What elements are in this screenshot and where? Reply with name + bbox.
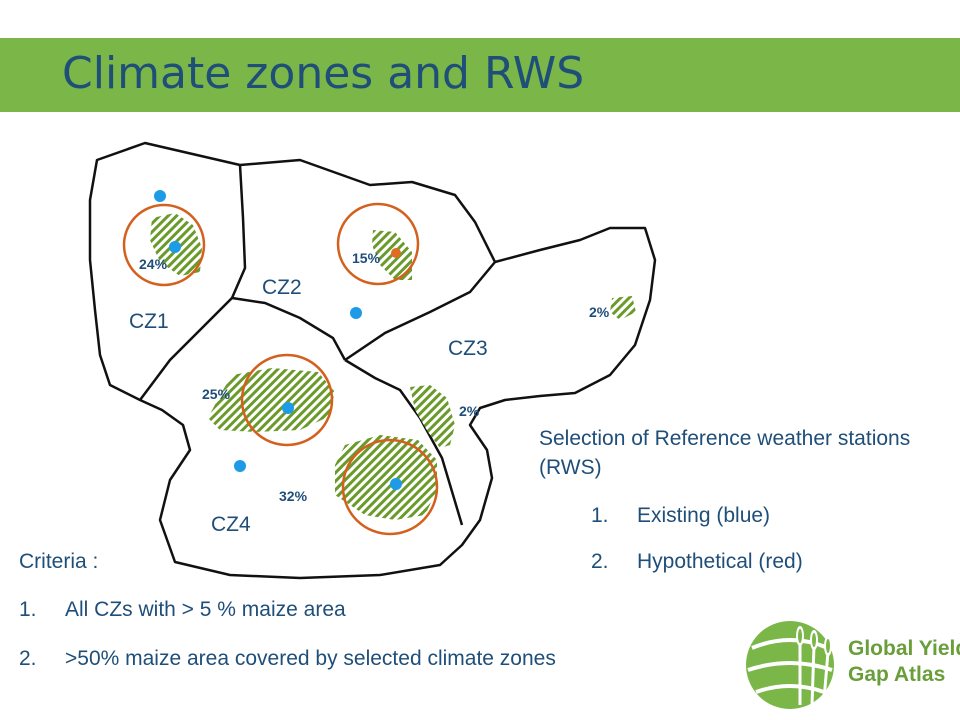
border-cz1-cz2: [230, 164, 247, 299]
maize-area-cz4-east: [335, 435, 437, 520]
maize-share-label: 2%: [459, 403, 480, 419]
maize-share-label: 15%: [352, 250, 381, 266]
existing-station-dot: [282, 402, 294, 414]
rws-coverage-circle: [240, 353, 334, 447]
logo-line-2: Gap Atlas: [848, 663, 946, 686]
logo: Global Yield Gap Atlas: [848, 636, 960, 688]
page-title: Climate zones and RWS: [62, 48, 585, 99]
maize-share-label: 24%: [139, 256, 168, 272]
legend-item-hypothetical: 2. Hypothetical (red): [591, 550, 803, 574]
logo-line-1: Global Yield: [848, 637, 960, 660]
maize-area-cz3-east: [610, 296, 636, 320]
legend-heading-text: Selection of Reference weather stations …: [539, 427, 911, 479]
zone-label-cz2: CZ2: [262, 276, 302, 299]
maize-share-label: 2%: [589, 304, 610, 320]
legend-item-existing: 1. Existing (blue): [591, 504, 770, 528]
maize-share-label: 32%: [279, 488, 308, 504]
existing-station-dot: [350, 307, 362, 319]
criteria-item-2: 2. >50% maize area covered by selected cl…: [19, 647, 556, 671]
criteria-heading: Criteria :: [19, 550, 99, 573]
globe-wheat-icon: [746, 621, 834, 709]
criteria-item-text: >50% maize area covered by selected clim…: [65, 647, 556, 670]
criteria-item-number: 1.: [19, 598, 37, 621]
hypothetical-station-dot: [391, 248, 401, 258]
legend-item-text: Existing (blue): [637, 504, 771, 527]
region-outline: [88, 141, 657, 580]
maize-area-cz4-west: [208, 368, 335, 432]
criteria-item-number: 2.: [19, 647, 37, 670]
maize-area-cz3-central: [410, 385, 455, 448]
rws-coverage-circle: [341, 438, 439, 536]
maize-share-label: 25%: [202, 386, 231, 402]
legend-item-number: 1.: [591, 504, 609, 527]
legend-heading: Selection of Reference weather stations …: [539, 424, 939, 482]
existing-station-dot: [154, 190, 166, 202]
border-cz1-cz4: [139, 296, 347, 401]
zone-label-cz1: CZ1: [129, 310, 169, 333]
rws-coverage-circle: [336, 202, 420, 286]
criteria-item-1: 1. All CZs with > 5 % maize area: [19, 598, 346, 622]
existing-station-dot: [169, 241, 181, 253]
zone-label-cz4: CZ4: [211, 513, 251, 536]
legend-item-number: 2.: [591, 550, 609, 573]
existing-station-dot: [390, 478, 402, 490]
title-bar: [0, 38, 960, 112]
border-cz2-cz3: [344, 261, 496, 362]
legend-item-text: Hypothetical (red): [637, 550, 803, 573]
zone-label-cz3: CZ3: [448, 337, 488, 360]
rws-coverage-circle: [122, 203, 206, 287]
existing-station-dot: [234, 460, 246, 472]
border-cz3-cz4: [344, 358, 464, 526]
criteria-item-text: All CZs with > 5 % maize area: [65, 598, 346, 621]
